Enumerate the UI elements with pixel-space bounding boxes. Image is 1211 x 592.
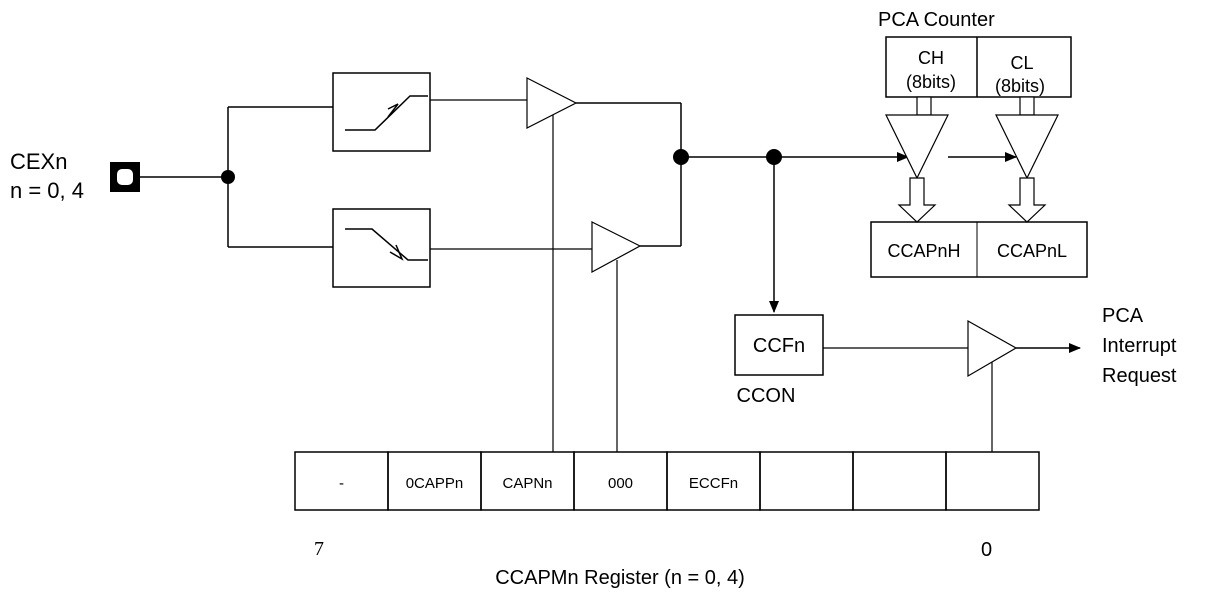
detector-output-wires [430,99,592,250]
register-caption: CCAPMn Register (n = 0, 4) [495,567,745,589]
pca-interrupt-label-2: Interrupt [1102,335,1177,357]
cl-bits-label: (8bits) [995,76,1045,96]
ccfn-flag-box [734,314,824,376]
register-cell-label: CAPNn [502,475,552,492]
bus-junction-dot-2 [766,149,782,165]
ccapnl-label: CCAPnL [997,241,1067,261]
register-cell-label: - [339,475,344,492]
register-cell-label: ECCFn [689,475,738,492]
bit-0-label: 0 [981,539,992,561]
bit-7-label: 7 [314,538,324,560]
ccon-label: CCON [737,385,796,407]
cex-pin [110,162,140,192]
capture-bus [576,102,909,313]
input-junction-dot [221,170,235,184]
cex-n-label: n = 0, 4 [10,178,84,203]
cl-label: CL [1010,53,1033,73]
pca-counter-box [885,36,1072,98]
enable-lines [552,115,993,452]
ccfn-label: CCFn [753,335,805,357]
pca-counter-title: PCA Counter [878,9,995,31]
ccapnh-label: CCAPnH [887,241,960,261]
register-cell [852,451,947,511]
ch-transfer-arrow [885,96,949,223]
capture-registers-box [870,221,1088,278]
register-cell [759,451,854,511]
falling-edge-detector [332,208,431,288]
rising-edge-detector [332,72,431,152]
cl-transfer-arrow [995,96,1059,223]
ccapmn-register: - 0CAPPn CAPNn 000 ECCFn [294,451,1040,511]
pca-interrupt-label-1: PCA [1102,305,1144,327]
ch-bits-label: (8bits) [906,72,956,92]
cex-pin-label: CEXn [10,149,67,174]
register-cell-label: 000 [608,475,633,492]
register-cell [945,451,1040,511]
bus-junction-dot-1 [673,149,689,165]
falling-enable-buffer [591,221,642,274]
rising-enable-buffer [526,77,578,129]
ch-label: CH [918,48,944,68]
pca-interrupt-label-3: Request [1102,365,1177,387]
register-cell-label: 0CAPPn [406,475,464,492]
input-wires [140,106,333,248]
